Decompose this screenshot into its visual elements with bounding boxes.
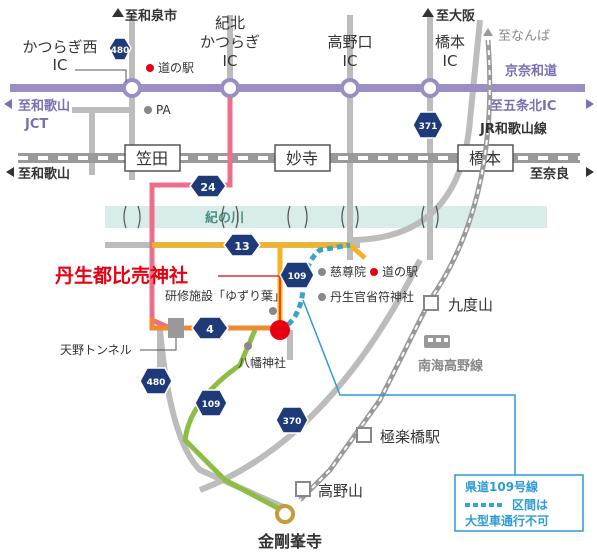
shield-480-bottom: 480 [139,367,173,395]
svg-text:JR和歌山線: JR和歌山線 [479,121,548,137]
ic-circles [122,78,440,98]
svg-text:かつらぎ西: かつらぎ西 [22,38,97,56]
station-kaseda: 笠田 [124,144,181,172]
svg-text:紀北: 紀北 [215,14,245,32]
koyasan-label: 高野山 [318,482,363,500]
michi-no-eki-1-label: 道の駅 [158,61,194,75]
svg-text:480: 480 [111,46,130,56]
svg-text:IC: IC [343,52,358,70]
svg-text:至五条北IC: 至五条北IC [490,98,556,114]
svg-text:371: 371 [419,122,438,132]
svg-text:大型車通行不可: 大型車通行不可 [465,513,549,528]
svg-text:県道109号線: 県道109号線 [465,479,538,494]
svg-text:480: 480 [147,378,166,388]
svg-text:至なんば: 至なんば [498,29,550,44]
svg-text:至大阪: 至大阪 [436,8,476,24]
hachiman-icon [244,342,252,350]
ic-leader [75,69,127,82]
route-109-limited [278,242,351,333]
route-24 [149,92,233,331]
nankai-label: 南海高野線 [418,358,484,374]
svg-text:京奈和道: 京奈和道 [505,63,557,79]
river-label: 紀の川 [205,210,244,226]
svg-text:IC: IC [443,52,458,70]
shield-109-top: 109 [279,261,315,289]
svg-text:13: 13 [234,240,249,253]
svg-text:至和歌山: 至和歌山 [18,166,70,182]
niukanshofu-icon [318,293,326,301]
pa-label: PA [156,103,171,117]
shield-24: 24 [189,174,227,198]
shrine-main-marker [270,320,290,340]
kudoyama-station-icon [423,295,439,311]
kinokawa-river [105,206,547,228]
michi-no-eki-2-label: 道の駅 [382,265,418,279]
shield-109-bottom: 109 [194,389,228,417]
svg-text:笠田: 笠田 [136,149,168,168]
direction-arrows [4,8,594,177]
station-myoji: 妙寺 [274,144,331,172]
shield-370: 370 [275,406,309,434]
pa-icon [144,106,152,114]
yuzuriha-icon [269,307,277,315]
tunnel-leader [140,338,177,351]
shrine-main-label: 丹生都比売神社 [55,264,188,287]
svg-text:IC: IC [223,52,238,70]
train-icon [424,335,450,348]
route-4 [149,318,280,331]
gokurakubashi-station-icon [356,427,372,443]
svg-text:至和泉市: 至和泉市 [125,8,177,24]
shield-371: 371 [412,111,444,139]
callout-leader [302,299,516,475]
shield-480-top: 480 [108,37,132,61]
svg-text:JCT: JCT [24,117,48,132]
svg-text:高野口: 高野口 [327,33,372,51]
kudoyama-label: 九度山 [448,296,493,314]
svg-text:至奈良: 至奈良 [530,166,569,182]
kongobuji-marker [275,504,295,524]
svg-text:109: 109 [288,272,307,282]
jisonin-label: 慈尊院 [330,264,366,279]
michi-no-eki-2-icon [370,268,378,276]
gokurakubashi-label: 極楽橋駅 [380,428,440,446]
bridges [123,205,439,229]
shield-13: 13 [223,233,261,257]
michi-no-eki-1-icon [146,64,154,72]
amano-tunnel-icon [168,318,184,338]
direction-labels: 至和泉市 至大阪 至なんば 京奈和道 至和歌山 JCT 至五条北IC JR和歌山… [18,8,569,182]
koyasan-station-icon [295,481,311,497]
amano-tunnel-label: 天野トンネル [60,343,132,357]
svg-text:至和歌山: 至和歌山 [18,98,70,114]
svg-text:109: 109 [202,400,221,410]
callout-box: 県道109号線 区間は 大型車通行不可 [454,474,584,532]
shield-4: 4 [191,316,229,340]
svg-text:IC: IC [53,56,68,74]
hachiman-label: 八幡神社 [238,355,286,370]
svg-text:橋本: 橋本 [435,33,465,51]
niukanshofu-label: 丹生官省符神社 [330,289,414,304]
svg-text:24: 24 [200,181,216,194]
yuzuriha-label: 研修施設「ゆずり葉」 [165,288,285,303]
svg-text:370: 370 [283,417,302,427]
svg-text:かつらぎ: かつらぎ [200,33,260,51]
svg-text:区間は: 区間は [512,498,548,512]
svg-text:4: 4 [206,323,214,336]
ic-labels: かつらぎ西 IC 紀北 かつらぎ IC 高野口 IC 橋本 IC [22,14,465,74]
kongobuji-label: 金剛峯寺 [257,532,322,551]
jisonin-icon [318,268,326,276]
svg-text:妙寺: 妙寺 [286,149,318,168]
